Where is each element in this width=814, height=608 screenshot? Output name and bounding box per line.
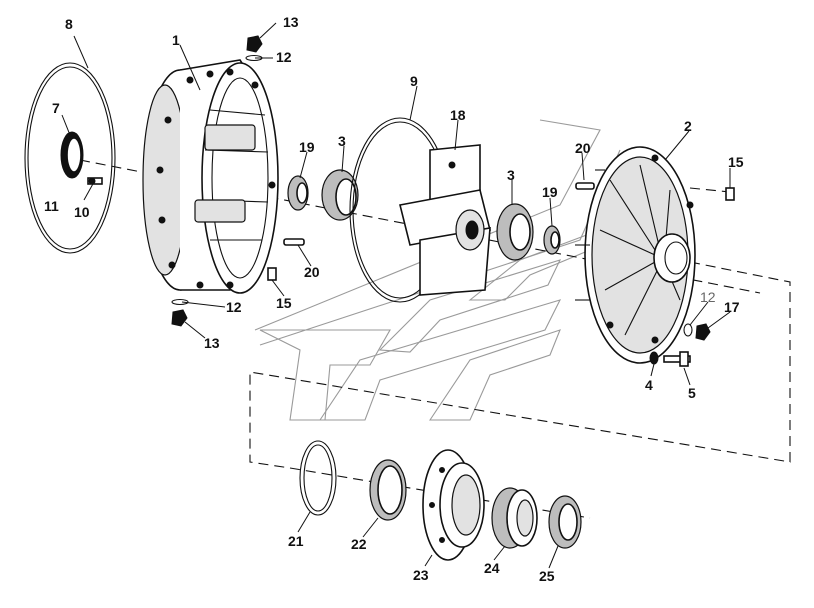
callout-20-left: 20 xyxy=(304,264,320,280)
seal-7 xyxy=(60,131,84,179)
callout-12-top: 12 xyxy=(276,49,292,65)
bearing-19-right xyxy=(543,225,561,255)
callout-13-top: 13 xyxy=(283,14,299,30)
watermark-logo xyxy=(254,119,621,421)
nut-13-upper xyxy=(245,35,263,62)
callout-24: 24 xyxy=(484,560,500,576)
callout-3-left: 3 xyxy=(338,133,346,149)
screw-15-left xyxy=(267,267,277,281)
callout-20-right: 20 xyxy=(575,140,591,156)
bolt-4-5 xyxy=(649,351,691,367)
callout-17: 17 xyxy=(724,299,740,315)
callout-13-bottom: 13 xyxy=(204,335,220,351)
callout-11: 11 xyxy=(44,198,59,214)
callout-19-right: 19 xyxy=(542,184,558,200)
cover-2 xyxy=(575,146,696,364)
leader-lines xyxy=(61,22,731,569)
callout-3-right: 3 xyxy=(507,167,515,183)
nut-13-lower xyxy=(171,298,189,327)
callout-15-right: 15 xyxy=(728,154,744,170)
bearing-19-left xyxy=(287,175,309,211)
screw-15-right xyxy=(725,187,735,201)
nut-17 xyxy=(683,323,711,341)
callout-19-left: 19 xyxy=(299,139,315,155)
callout-22: 22 xyxy=(351,536,367,552)
callout-9: 9 xyxy=(410,73,418,89)
pin-20-right xyxy=(575,182,595,190)
callout-12-right: 12 xyxy=(700,289,716,305)
seal-25 xyxy=(548,495,582,549)
hub-18 xyxy=(399,144,491,296)
callout-10: 10 xyxy=(74,204,90,220)
callout-5: 5 xyxy=(688,385,696,401)
callout-1: 1 xyxy=(172,32,180,48)
callout-labels: 1 2 3 3 4 5 7 8 9 10 11 12 12 12 13 13 1… xyxy=(44,14,744,584)
flange-23 xyxy=(422,449,485,561)
callout-15-left: 15 xyxy=(276,295,292,311)
bearing-24 xyxy=(491,487,538,549)
callout-4: 4 xyxy=(645,377,653,393)
ring-22 xyxy=(369,459,407,521)
housing-1 xyxy=(142,59,279,294)
bolt-10-11 xyxy=(87,177,103,185)
callout-8: 8 xyxy=(65,16,73,32)
bolt-axis-right xyxy=(689,187,731,193)
o-ring-8 xyxy=(24,62,116,254)
callout-12-bottom: 12 xyxy=(226,299,242,315)
bearing-cup-3-right xyxy=(496,203,534,261)
callout-7: 7 xyxy=(52,100,60,116)
callout-18: 18 xyxy=(450,107,466,123)
assembly-path xyxy=(249,261,791,469)
callout-21: 21 xyxy=(288,533,304,549)
callout-25: 25 xyxy=(539,568,555,584)
callout-2: 2 xyxy=(684,118,692,134)
pin-20-left xyxy=(283,238,305,246)
callout-23: 23 xyxy=(413,567,429,583)
ring-21 xyxy=(299,440,337,516)
